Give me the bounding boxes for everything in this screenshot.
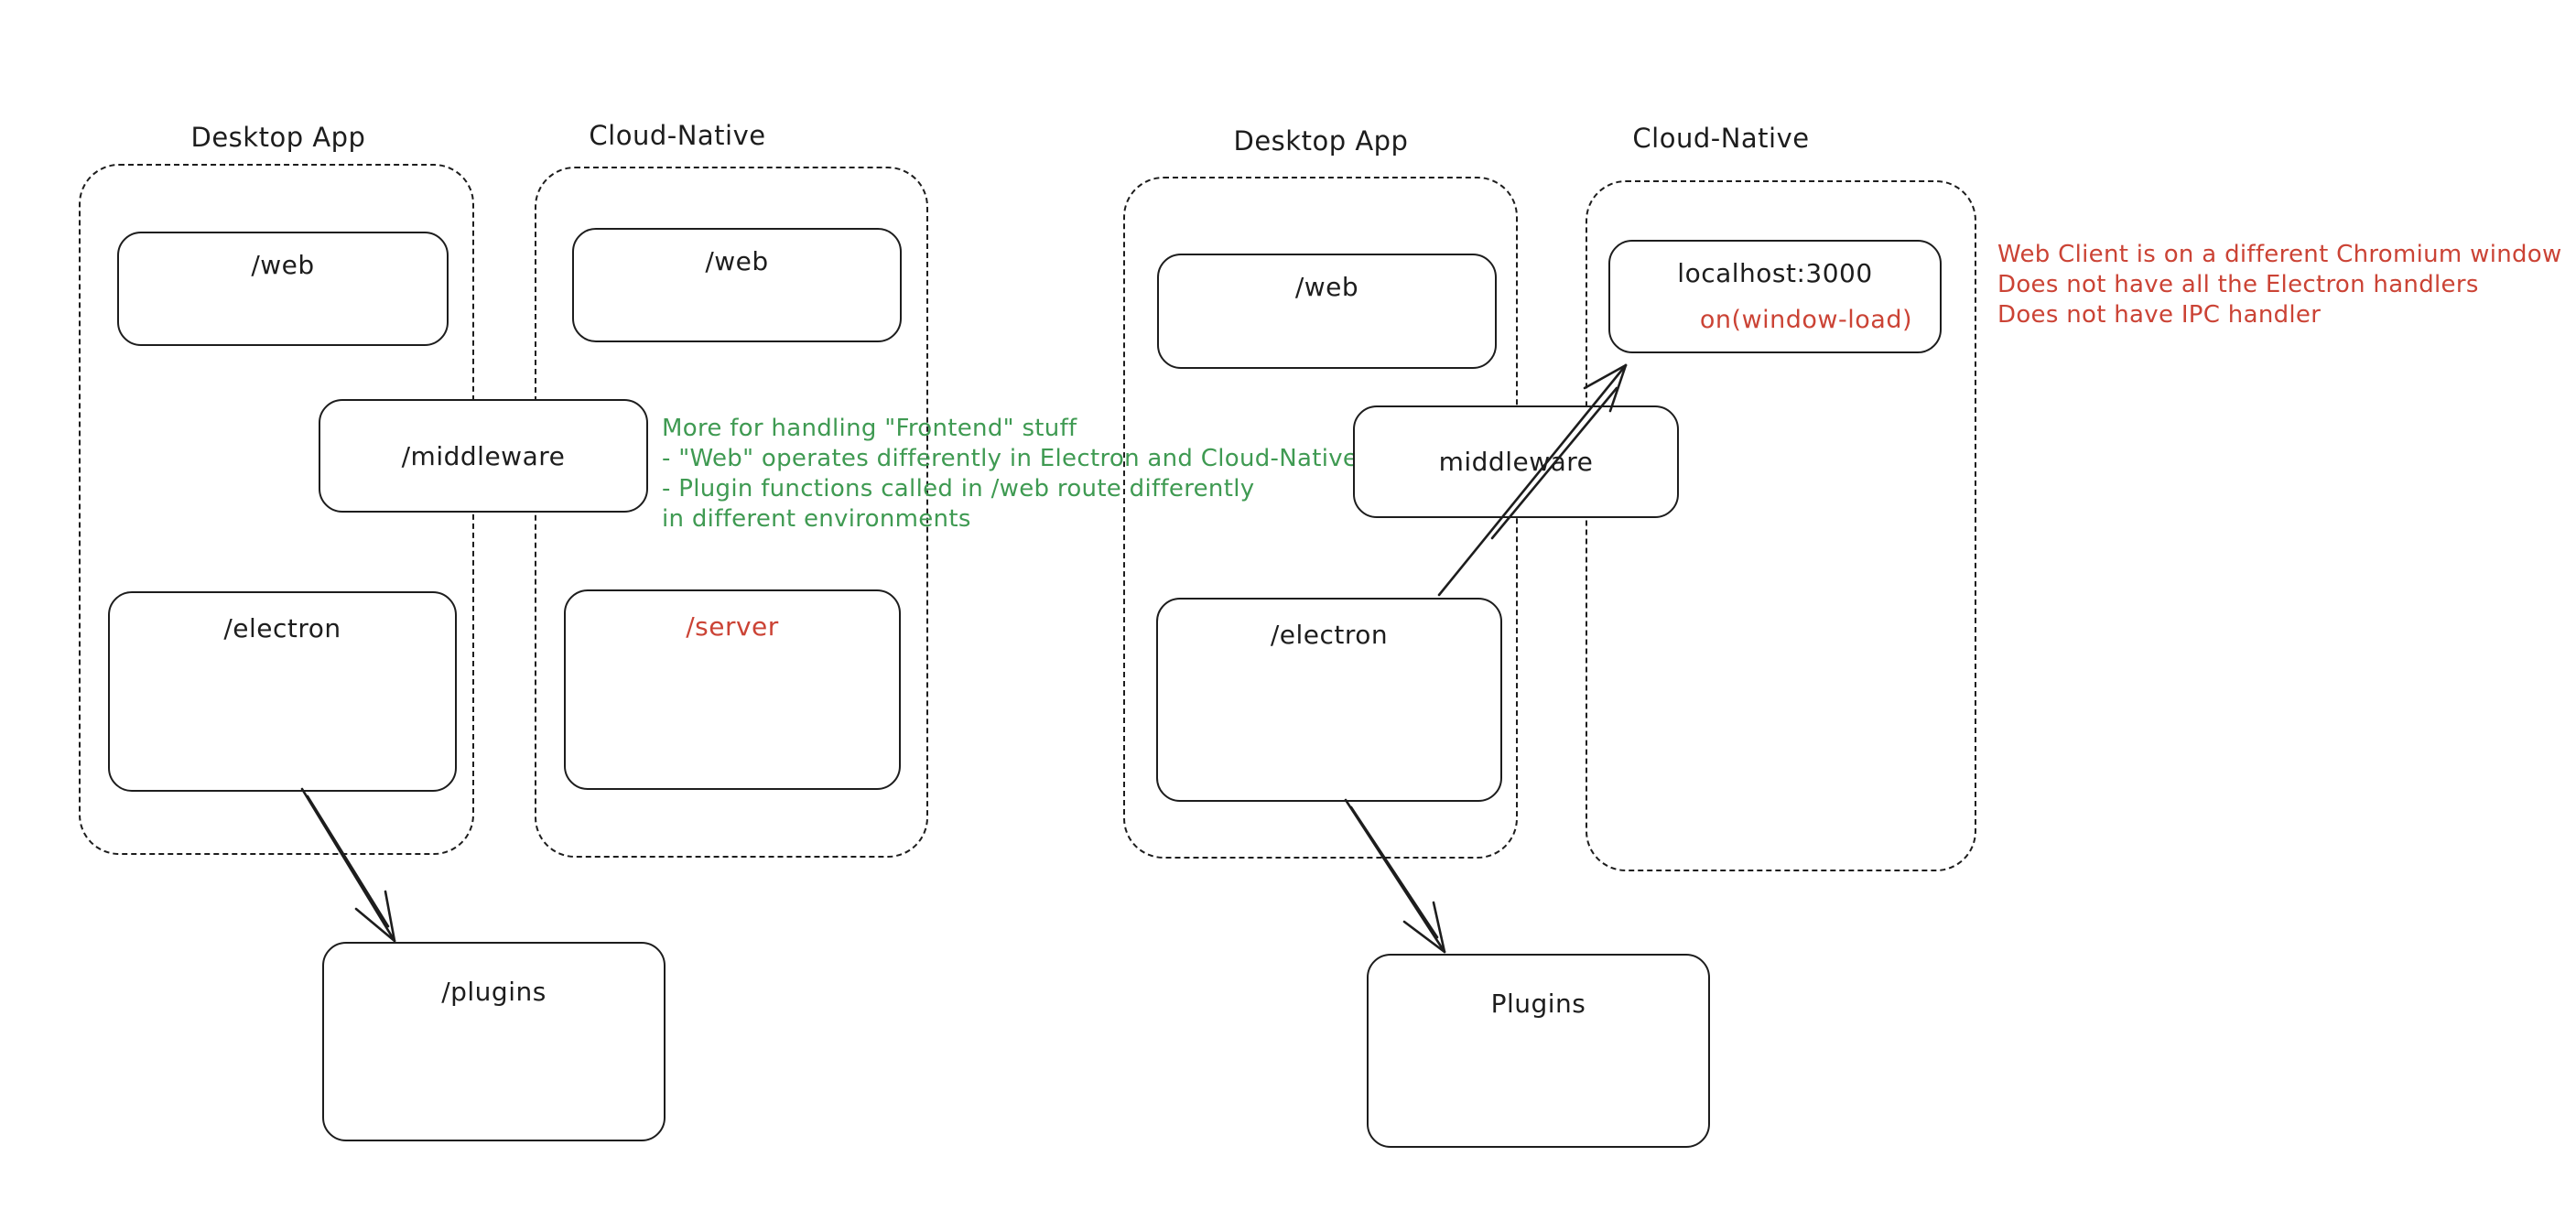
right-localhost-box: localhost:3000 on(window-load) — [1608, 240, 1942, 353]
green-note-line-4: in different environments — [662, 505, 971, 533]
left-web-desktop-label: /web — [251, 250, 315, 280]
green-note-line-2: - "Web" operates differently in Electron… — [662, 445, 1358, 472]
left-middleware-box: /middleware — [319, 399, 648, 513]
left-electron-box: /electron — [108, 591, 457, 792]
red-note: Web Client is on a different Chromium wi… — [1997, 240, 2562, 330]
green-note-line-3: - Plugin functions called in /web route … — [662, 475, 1255, 503]
red-note-line-3: Does not have IPC handler — [1997, 301, 2322, 329]
left-server-box: /server — [564, 589, 901, 790]
right-middleware-label: middleware — [1438, 447, 1594, 477]
green-note: More for handling "Frontend" stuff - "We… — [662, 414, 1358, 535]
right-electron-box: /electron — [1156, 598, 1502, 802]
left-desktop-title: Desktop App — [190, 122, 366, 153]
right-localhost-label: localhost:3000 — [1677, 258, 1873, 288]
red-note-line-1: Web Client is on a different Chromium wi… — [1997, 241, 2562, 268]
right-window-load-label: on(window-load) — [1699, 306, 1912, 334]
left-electron-label: /electron — [223, 613, 341, 643]
left-cloud-title: Cloud-Native — [589, 120, 766, 151]
red-note-line-2: Does not have all the Electron handlers — [1997, 271, 2479, 298]
green-note-line-1: More for handling "Frontend" stuff — [662, 415, 1077, 442]
right-plugins-box: Plugins — [1367, 954, 1710, 1148]
left-middleware-label: /middleware — [401, 440, 566, 471]
left-web-cloud-box: /web — [572, 228, 902, 342]
right-plugins-label: Plugins — [1490, 989, 1586, 1019]
right-desktop-title: Desktop App — [1233, 125, 1409, 157]
right-middleware-box: middleware — [1353, 405, 1679, 518]
left-plugins-box: /plugins — [322, 942, 666, 1141]
left-server-label: /server — [686, 611, 779, 642]
right-electron-label: /electron — [1270, 620, 1389, 650]
left-plugins-label: /plugins — [441, 977, 547, 1007]
left-web-cloud-label: /web — [705, 246, 769, 276]
right-cloud-title: Cloud-Native — [1632, 123, 1810, 154]
right-web-box: /web — [1157, 254, 1497, 369]
left-web-desktop-box: /web — [117, 232, 449, 346]
right-web-label: /web — [1294, 272, 1359, 302]
